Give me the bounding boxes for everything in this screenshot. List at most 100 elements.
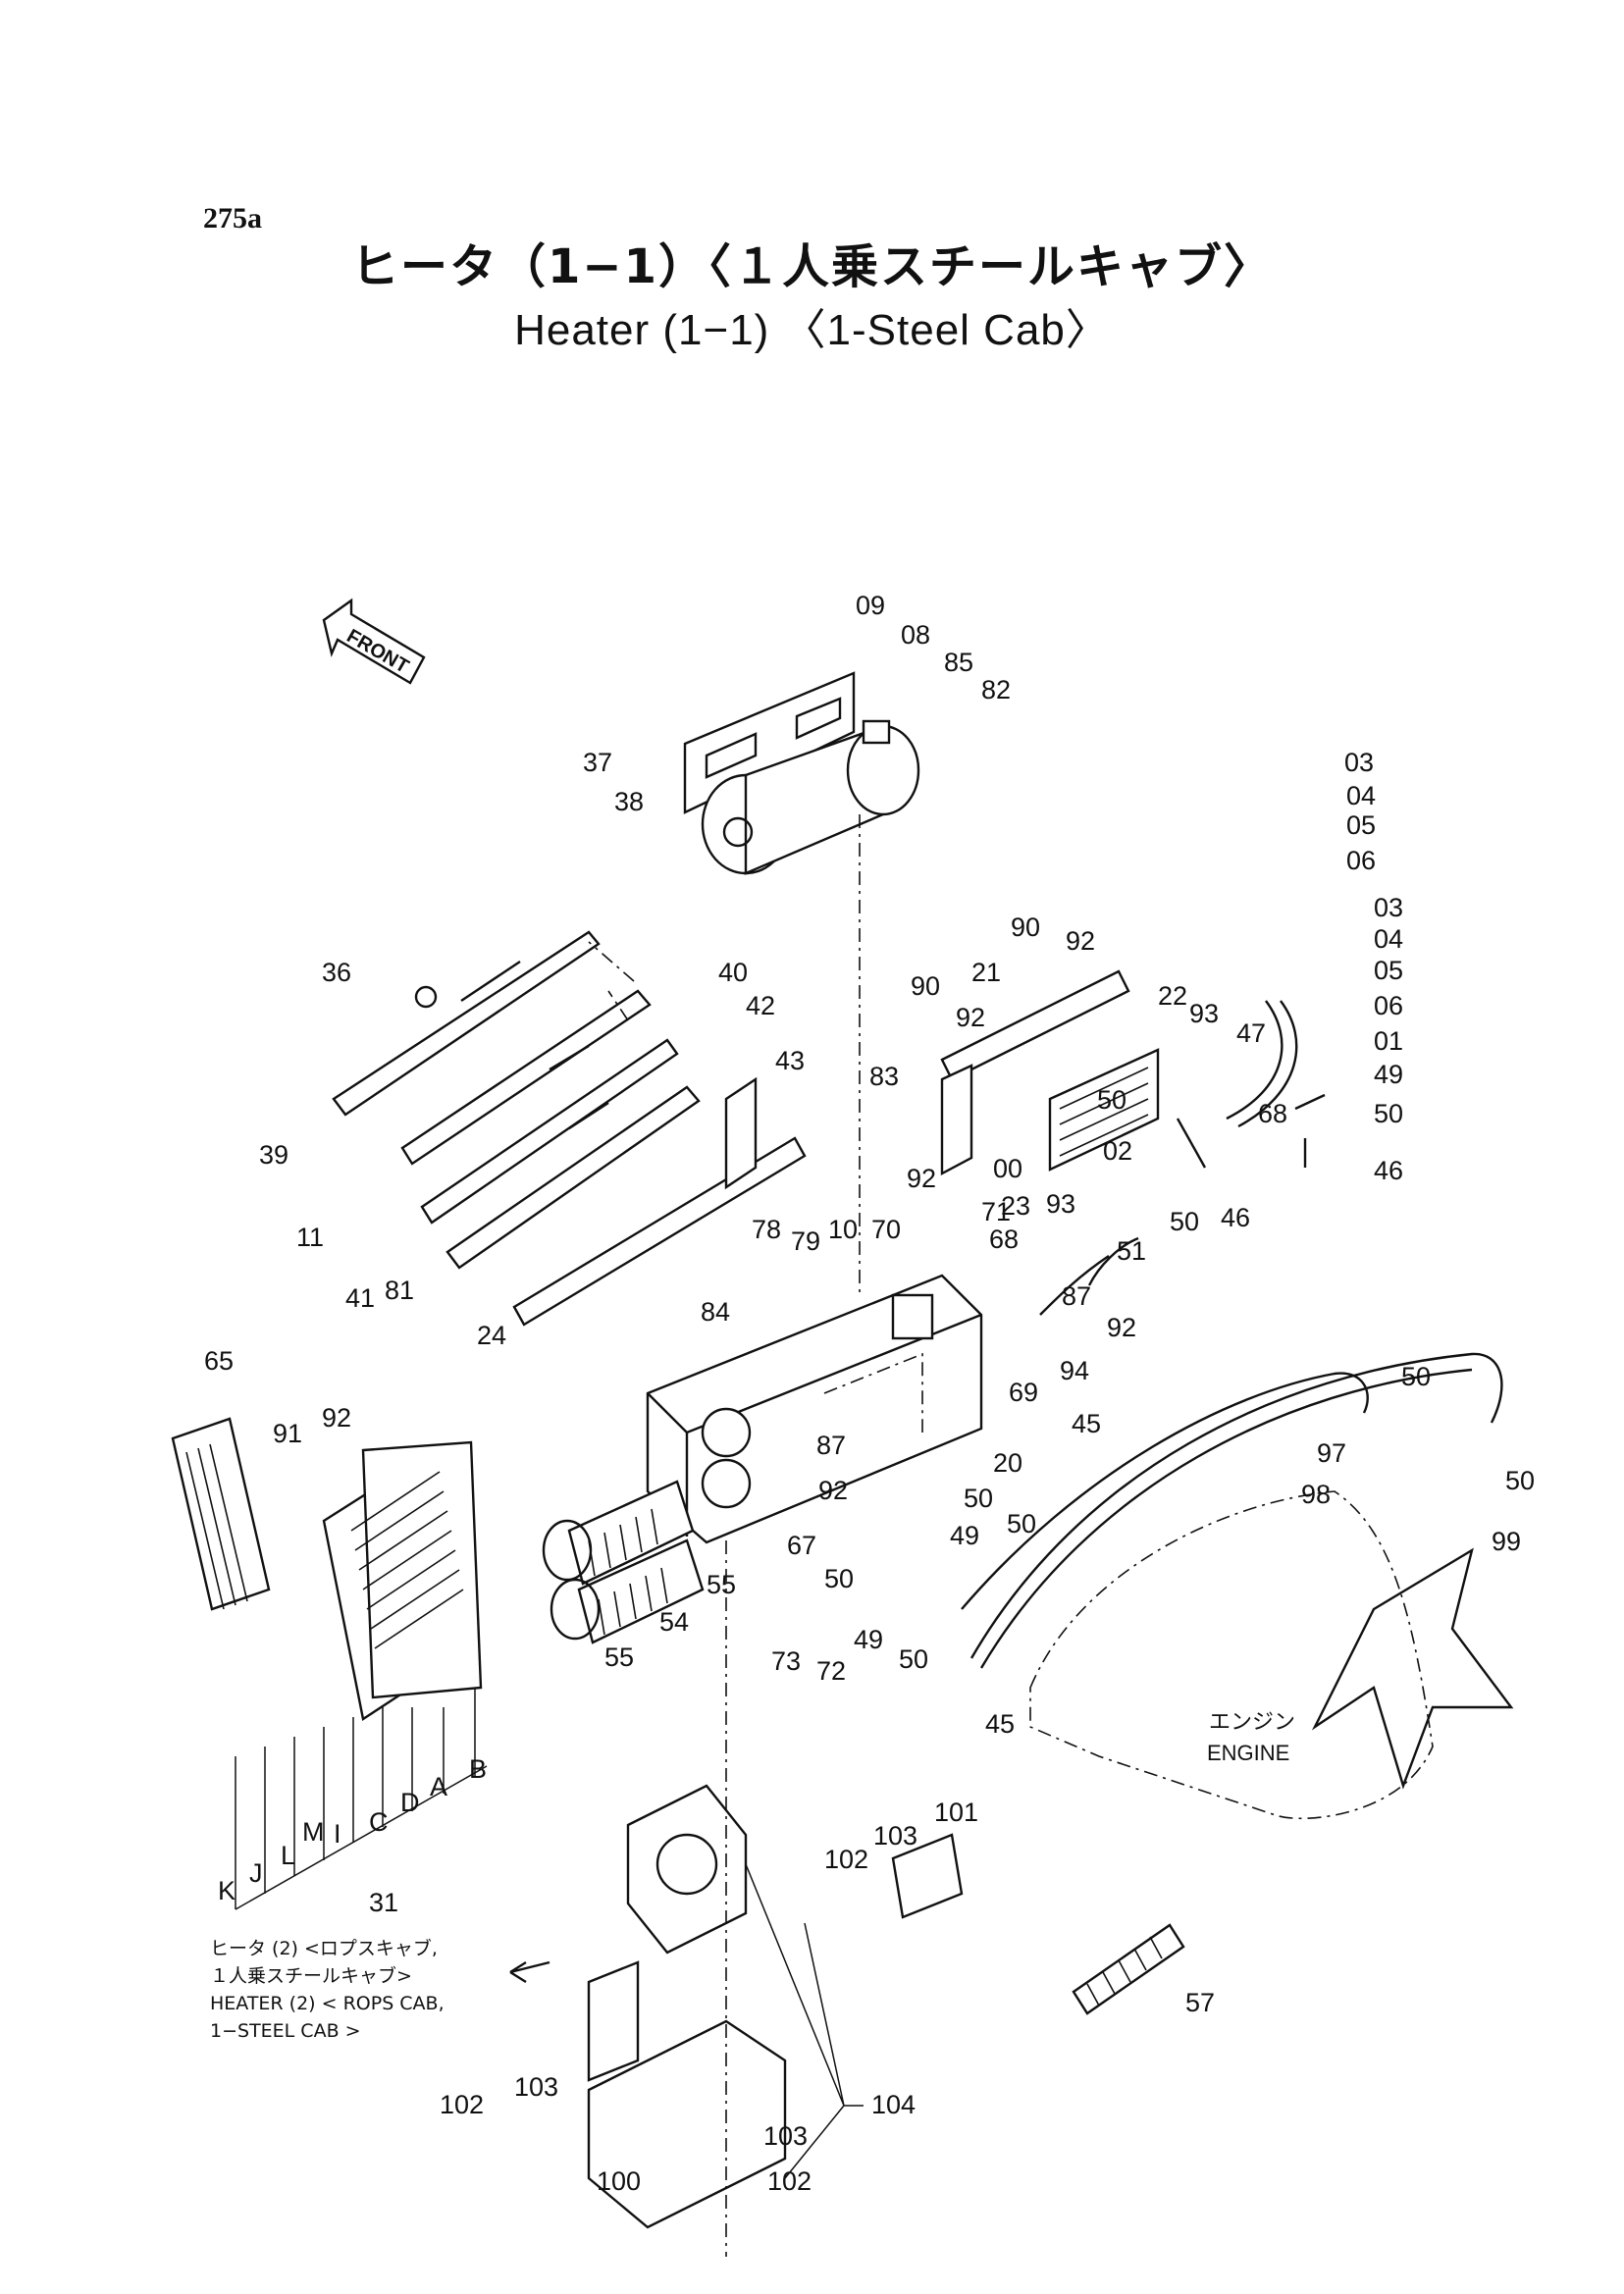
callout-numbers: 09 08 85 82 03 04 05 06 37 38 90 92 03 0… bbox=[204, 591, 1535, 2196]
note-line: ヒータ (2) <ロプスキャブ, bbox=[210, 1937, 438, 1959]
callout-label: 99 bbox=[1492, 1527, 1521, 1556]
callout-label: 90 bbox=[1011, 912, 1040, 942]
note-line: 1−STEEL CAB > bbox=[210, 2020, 361, 2042]
callout-label: 55 bbox=[707, 1570, 736, 1599]
callout-label: 100 bbox=[597, 2166, 641, 2196]
callout-label: 103 bbox=[763, 2121, 808, 2151]
callout-label: 101 bbox=[934, 1798, 978, 1827]
callout-label: 50 bbox=[1374, 1099, 1403, 1128]
callout-label: A bbox=[430, 1772, 447, 1801]
note-line: HEATER (2) < ROPS CAB, bbox=[210, 1993, 445, 2014]
bracket-101 bbox=[891, 1833, 964, 1919]
callout-label: 81 bbox=[385, 1276, 414, 1305]
callout-label: 55 bbox=[604, 1642, 634, 1672]
heater-shutter-plates bbox=[332, 930, 701, 1270]
cross-reference-note: ヒータ (2) <ロプスキャブ, １人乗スチールキャブ> HEATER (2) … bbox=[210, 1937, 445, 2042]
callout-label: 09 bbox=[856, 591, 885, 620]
callout-label: 92 bbox=[1107, 1313, 1136, 1342]
callout-label: 79 bbox=[791, 1226, 820, 1256]
callout-label: D bbox=[400, 1788, 420, 1817]
callout-label: 65 bbox=[204, 1346, 234, 1376]
page-title-english: Heater (1−1) 〈1-Steel Cab〉 bbox=[514, 306, 1110, 354]
callout-label: 47 bbox=[1236, 1018, 1266, 1048]
callout-label: 04 bbox=[1374, 924, 1403, 954]
callout-label: 31 bbox=[369, 1888, 398, 1917]
callout-label: 41 bbox=[345, 1283, 375, 1313]
callout-label: 05 bbox=[1346, 810, 1376, 840]
callout-label: 87 bbox=[1062, 1281, 1091, 1311]
callout-label: 23 bbox=[1001, 1191, 1030, 1221]
callout-label: 49 bbox=[854, 1625, 883, 1654]
callout-label: 22 bbox=[1158, 981, 1187, 1011]
callout-label: 50 bbox=[1007, 1509, 1036, 1538]
callout-label: 43 bbox=[775, 1046, 805, 1075]
callout-label: 08 bbox=[901, 620, 930, 650]
callout-label: 82 bbox=[981, 675, 1011, 704]
callout-label: 01 bbox=[1374, 1026, 1403, 1056]
callout-label: 20 bbox=[993, 1448, 1022, 1478]
callout-label: 50 bbox=[1170, 1207, 1199, 1236]
callout-label: 50 bbox=[1097, 1085, 1126, 1115]
louver-panel bbox=[322, 1440, 483, 1721]
callout-label: 51 bbox=[1117, 1236, 1146, 1266]
page-code: 275a bbox=[203, 202, 262, 235]
callout-label: 06 bbox=[1374, 991, 1403, 1020]
callout-label: 78 bbox=[752, 1215, 781, 1244]
assembly-center-lines bbox=[588, 814, 861, 2257]
water-lines bbox=[961, 1352, 1503, 1669]
callout-label: 92 bbox=[907, 1164, 936, 1193]
callout-label: 69 bbox=[1009, 1378, 1038, 1407]
callout-label: 49 bbox=[1374, 1060, 1403, 1089]
callout-label: 24 bbox=[477, 1321, 506, 1350]
air-ducts bbox=[542, 1480, 705, 1644]
callout-label: 72 bbox=[816, 1656, 846, 1686]
heater-hoses bbox=[1039, 1000, 1326, 1316]
callout-label: 04 bbox=[1346, 781, 1376, 810]
callout-label: 102 bbox=[824, 1845, 868, 1874]
callout-label: 36 bbox=[322, 958, 351, 987]
callout-label: 38 bbox=[614, 787, 644, 816]
callout-label: 70 bbox=[871, 1215, 901, 1244]
engine-label-japanese: エンジン bbox=[1209, 1709, 1295, 1734]
callout-label: 67 bbox=[787, 1531, 816, 1560]
callout-label: 92 bbox=[322, 1403, 351, 1433]
callout-label: 68 bbox=[989, 1225, 1019, 1254]
callout-label: 11 bbox=[296, 1223, 324, 1252]
engine: エンジン ENGINE bbox=[1029, 1490, 1514, 1820]
callout-label: 104 bbox=[871, 2090, 916, 2119]
callout-label: J bbox=[249, 1858, 263, 1888]
callout-label: 49 bbox=[950, 1521, 979, 1550]
callout-label: C bbox=[369, 1807, 389, 1837]
callout-label: I bbox=[334, 1819, 341, 1849]
callout-label: 45 bbox=[985, 1709, 1015, 1739]
callout-label: 06 bbox=[1346, 846, 1376, 875]
callout-label: 02 bbox=[1103, 1136, 1132, 1166]
callout-label: 57 bbox=[1185, 1988, 1215, 2017]
callout-label: 93 bbox=[1189, 999, 1219, 1028]
callout-label: 10 bbox=[828, 1215, 858, 1244]
callout-label: 92 bbox=[956, 1003, 985, 1032]
callout-label: 46 bbox=[1221, 1203, 1250, 1232]
callout-label: 73 bbox=[771, 1646, 801, 1676]
callout-label: 84 bbox=[701, 1297, 730, 1327]
hose-57 bbox=[1072, 1923, 1185, 2015]
callout-label: 102 bbox=[767, 2166, 812, 2196]
callout-label: 83 bbox=[869, 1062, 899, 1091]
callout-label: 45 bbox=[1072, 1409, 1101, 1438]
callout-label: 68 bbox=[1258, 1099, 1287, 1128]
page-title-japanese: ヒータ（1−1）〈１人乗スチールキャブ〉 bbox=[350, 239, 1274, 294]
callout-label: 00 bbox=[993, 1154, 1022, 1183]
callout-label: 97 bbox=[1317, 1438, 1346, 1468]
callout-label: 85 bbox=[944, 648, 973, 677]
callout-label: L bbox=[281, 1841, 295, 1870]
blower-motor-assembly bbox=[683, 671, 920, 875]
callout-label: M bbox=[302, 1817, 325, 1847]
callout-label: 91 bbox=[273, 1419, 302, 1448]
callout-label: 03 bbox=[1374, 893, 1403, 922]
callout-label: 46 bbox=[1374, 1156, 1403, 1185]
callout-label: 42 bbox=[746, 991, 775, 1020]
callout-label: 40 bbox=[718, 958, 748, 987]
callout-label: 71 bbox=[981, 1197, 1011, 1226]
